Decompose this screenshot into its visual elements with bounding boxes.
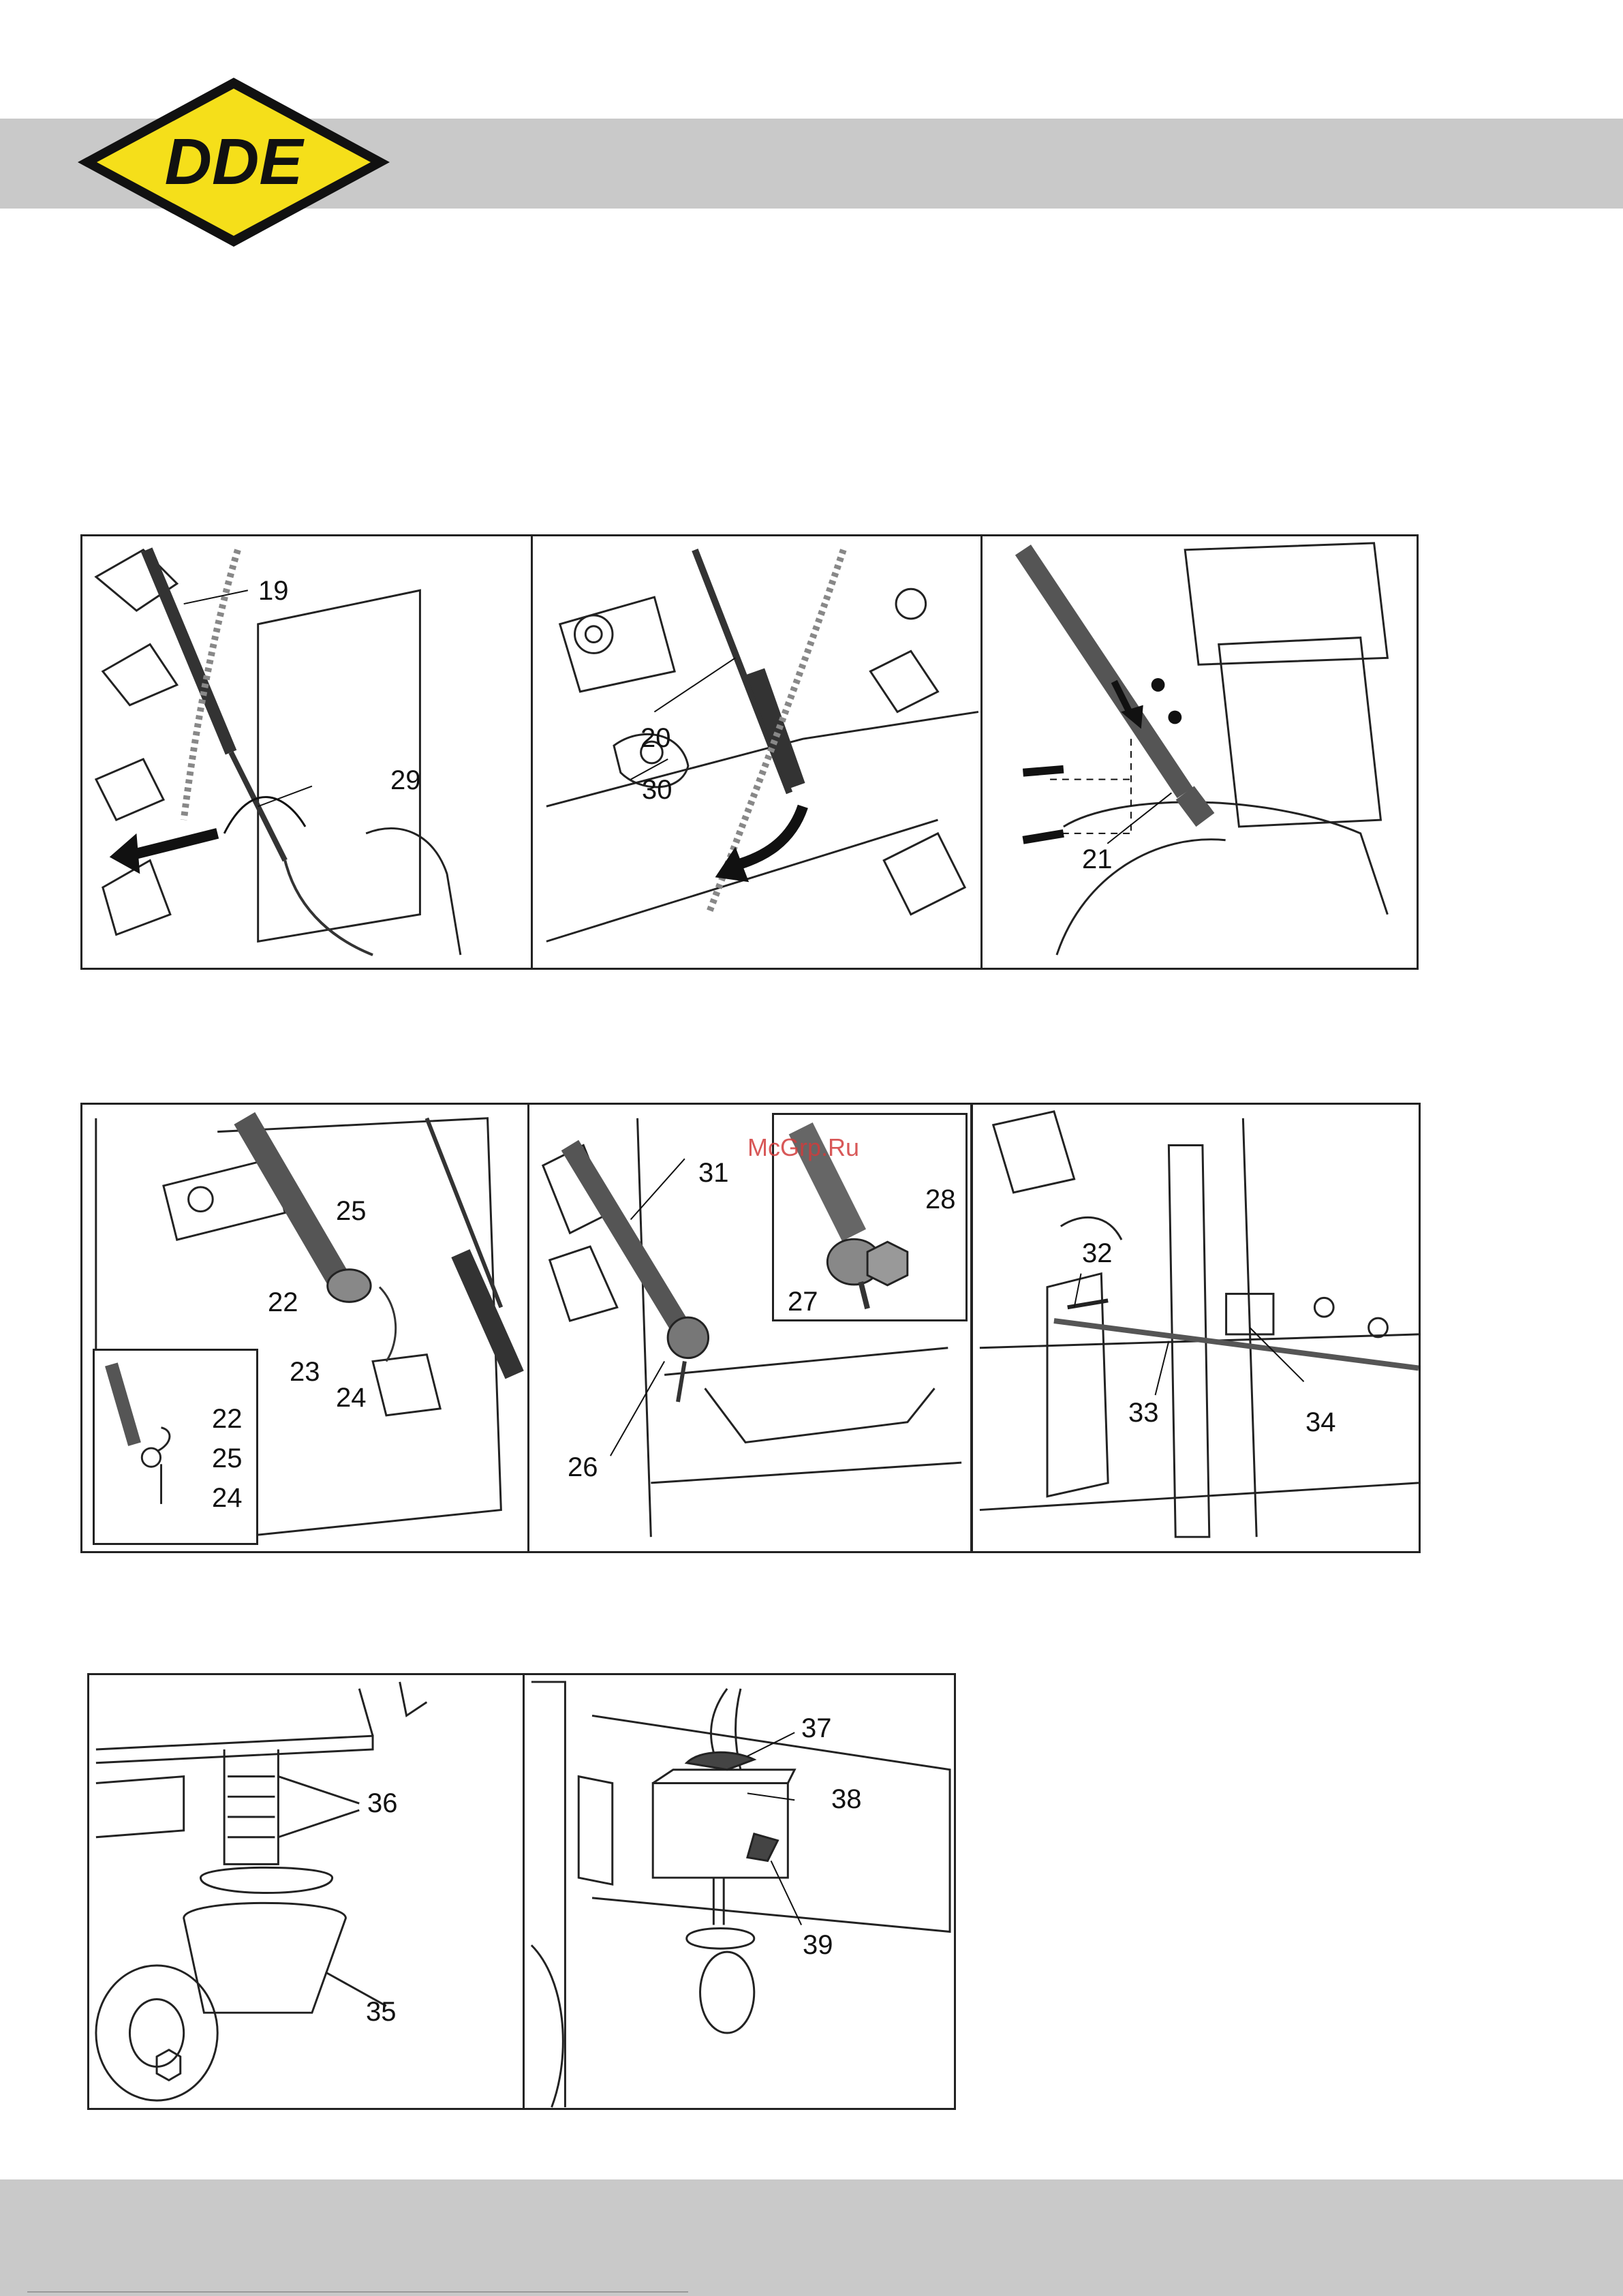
callout-29: 29 [390, 767, 421, 794]
watermark: McGrp.Ru [747, 1133, 859, 1162]
figure-panel-r2-3: 32 33 34 [971, 1103, 1421, 1553]
figure-panel-r1-1: 19 29 [80, 534, 533, 970]
figure-panel-r2-1: 22 25 24 25 22 23 24 [80, 1103, 529, 1553]
caster-mount-illustration [525, 1675, 954, 2108]
logo-text: DDE [165, 125, 305, 198]
callout-20: 20 [640, 724, 671, 752]
cable-hook-illustration [533, 536, 980, 968]
callout-25: 25 [336, 1197, 367, 1225]
inset-callout-24: 24 [212, 1484, 243, 1512]
callout-33: 33 [1128, 1399, 1159, 1426]
dde-logo: DDE [74, 74, 394, 254]
inset-callout-28: 28 [925, 1186, 956, 1213]
callout-35: 35 [366, 1998, 397, 2025]
inset-callout-25: 25 [212, 1445, 243, 1472]
handle-install-illustration [983, 536, 1417, 968]
callout-31: 31 [698, 1159, 729, 1187]
callout-30: 30 [642, 776, 673, 803]
figure-panel-r3-1: 36 35 [87, 1673, 525, 2110]
callout-36: 36 [367, 1790, 398, 1817]
rod-clip-illustration [973, 1105, 1419, 1551]
callout-26: 26 [568, 1454, 598, 1481]
figure-panel-r2-2: 28 27 31 26 McGrp.Ru [527, 1103, 972, 1553]
figure-panel-r1-3: 21 [980, 534, 1419, 970]
callout-38: 38 [831, 1786, 862, 1813]
callout-32: 32 [1082, 1240, 1113, 1267]
footer-rule [27, 2291, 688, 2293]
footer-band [0, 2179, 1623, 2296]
detail-inset: 22 25 24 [93, 1349, 258, 1545]
callout-19: 19 [258, 577, 289, 604]
callout-22: 22 [268, 1289, 298, 1316]
cable-spring-illustration [82, 536, 531, 968]
callout-34: 34 [1305, 1409, 1336, 1436]
callout-24: 24 [336, 1384, 367, 1411]
callout-21: 21 [1082, 846, 1113, 873]
inset-callout-27: 27 [788, 1288, 818, 1315]
caster-wheel-illustration [89, 1675, 523, 2108]
callout-39: 39 [803, 1931, 833, 1959]
inset-callout-22: 22 [212, 1405, 243, 1433]
callout-23: 23 [290, 1358, 320, 1386]
callout-37: 37 [801, 1715, 832, 1742]
figure-panel-r3-2: 37 38 39 [523, 1673, 956, 2110]
figure-panel-r1-2: 20 30 [531, 534, 983, 970]
